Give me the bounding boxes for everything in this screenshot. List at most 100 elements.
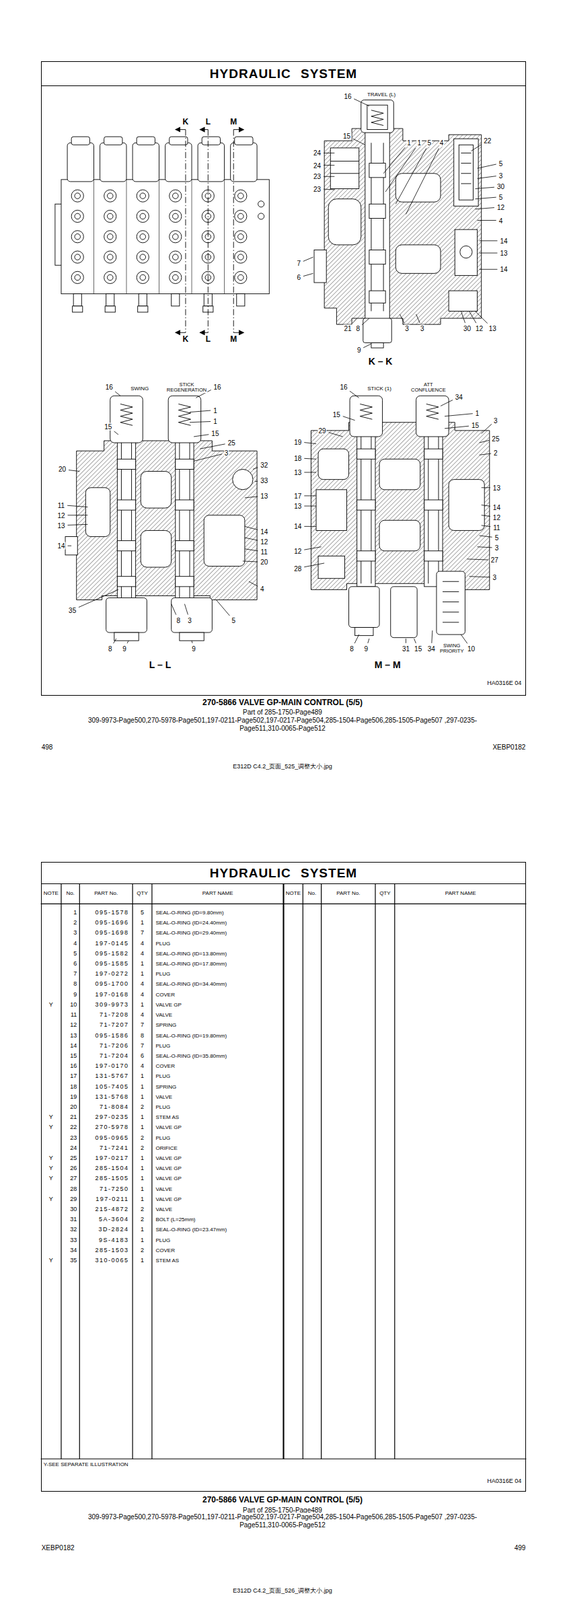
valve-top-view [258, 201, 265, 208]
valve-top-view [169, 209, 182, 222]
section-k-k [369, 163, 386, 178]
valve-top-view [107, 193, 113, 199]
table-cell: 7 [139, 1042, 145, 1050]
part-number: 095-1585 [94, 960, 130, 968]
leader-line [385, 147, 416, 192]
section-line [233, 332, 244, 333]
leader-line [189, 410, 211, 413]
part-name: SPRING [154, 1022, 177, 1029]
valve-top-view [238, 234, 244, 240]
leader-line [67, 514, 89, 516]
part-number: 310-0065 [94, 1257, 130, 1264]
valve-top-view [72, 306, 83, 313]
callout-number: 4 [439, 139, 445, 147]
valve-top-view [74, 193, 81, 199]
table-cell: 1 [139, 1226, 145, 1234]
section-m-m [424, 448, 443, 459]
part-name: PLUG [154, 1104, 171, 1111]
table-header: NOTE [285, 890, 302, 897]
table-cell: 8 [139, 1032, 145, 1040]
section-m-m [318, 448, 349, 479]
file-name: E312D C4.2_页面_526_调整大小.jpg [232, 1587, 333, 1595]
leader-line [244, 548, 259, 551]
part-number: 197-0272 [94, 970, 130, 978]
section-m-m [357, 448, 376, 459]
part-number: 095-1696 [94, 919, 130, 927]
callout-number: 3 [404, 324, 410, 333]
leader-line [349, 390, 360, 398]
table-header: PART NAME [444, 890, 477, 897]
part-number: 131-5767 [94, 1072, 130, 1080]
section-line [233, 129, 244, 130]
table-rule [41, 883, 527, 1459]
part-number: 131-5768 [94, 1093, 130, 1101]
leader-line [479, 535, 493, 537]
section-letter: K [182, 334, 190, 344]
section-l-l [140, 471, 171, 509]
table-cell: 1 [139, 1175, 145, 1182]
callout-number: 11 [492, 523, 501, 531]
section-m-m [349, 395, 383, 437]
valve-top-view [136, 189, 149, 202]
part-number: 71-7207 [98, 1021, 130, 1029]
valve-top-view [172, 254, 179, 260]
table-cell: 1 [139, 1154, 145, 1162]
section-m-m [416, 395, 450, 437]
leader-line [466, 558, 488, 560]
part-number: 71-7250 [98, 1185, 130, 1193]
table-cell: 32 [69, 1226, 78, 1234]
table-cell: Y [48, 1257, 54, 1264]
leader-line [78, 589, 119, 607]
valve-top-view [169, 250, 182, 263]
part-name: SEAL-O-RING (ID=35.80mm) [154, 1053, 228, 1060]
callout-number: 1 [212, 417, 218, 426]
section-title: K – K [367, 357, 394, 368]
leader-line [242, 560, 258, 562]
part-name: SEAL-O-RING (ID=34.40mm) [154, 981, 228, 988]
table-cell: 6 [139, 1052, 145, 1060]
valve-top-view [104, 189, 117, 202]
leader-line [414, 638, 417, 644]
file-name: E312D C4.2_页面_525_调整大小.jpg [232, 763, 333, 771]
part-number: 3D-2824 [98, 1226, 130, 1234]
part-name: SPRING [154, 1083, 177, 1090]
part-number: 297-0235 [94, 1113, 130, 1121]
section-letter: K [182, 117, 190, 127]
table-cell: Y [48, 1001, 54, 1009]
table-cell: 34 [69, 1247, 78, 1254]
section-l-l [175, 576, 194, 587]
table-header: PART No. [335, 890, 361, 897]
leader-line [352, 318, 358, 323]
leader-line [323, 152, 335, 154]
callout-number: 9 [363, 645, 370, 653]
callout-number: 33 [259, 476, 269, 485]
part-number: 197-0211 [94, 1195, 130, 1203]
leader-line [431, 630, 433, 644]
valve-top-view [107, 234, 113, 240]
valve-top-view [71, 250, 84, 263]
valve-top-view [172, 213, 179, 219]
part-number: 71-8084 [98, 1103, 130, 1111]
valve-top-view [238, 213, 244, 219]
callout-number: 3 [223, 449, 230, 457]
part-number: 197-0170 [94, 1062, 130, 1070]
part-number: 095-1582 [94, 950, 130, 958]
title-band: HYDRAULIC SYSTEM [41, 61, 526, 87]
valve-top-view [234, 230, 247, 243]
table-cell: 30 [69, 1206, 78, 1213]
section-title: L – L [148, 659, 172, 670]
section-l-l [117, 540, 136, 551]
section-letter: M [229, 334, 238, 344]
valve-top-view [74, 274, 81, 280]
callout-number: 11 [57, 501, 66, 509]
table-header: PART NAME [201, 890, 235, 897]
part-name: COVER [154, 1063, 175, 1070]
section-l-l [117, 499, 136, 510]
valve-top-view [238, 274, 244, 280]
caption: Part of 285-1750-Page489 [242, 708, 323, 716]
leader-line [199, 443, 225, 449]
table-cell: 24 [69, 1144, 78, 1152]
table-cell: 4 [139, 940, 145, 948]
part-name: SEAL-O-RING (ID=9.80mm) [154, 910, 224, 917]
